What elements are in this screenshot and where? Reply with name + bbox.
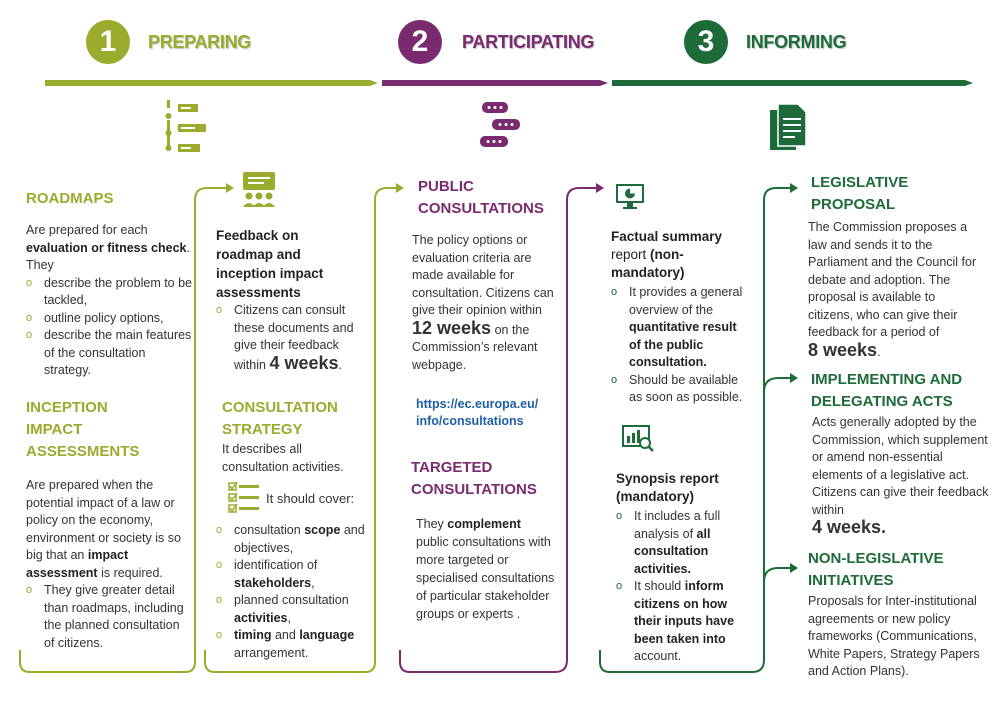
flow-arrowhead-4b: [790, 373, 798, 383]
phase-title-informing: INFORMING: [746, 32, 847, 52]
consultation-strategy-title: CONSULTATION STRATEGY: [222, 399, 338, 438]
synopsis-title: Synopsis report (mandatory): [616, 471, 719, 504]
phase-title-preparing: PREPARING: [148, 32, 251, 52]
list-item: They give greater detail than roadmaps, …: [26, 582, 184, 652]
implementing-acts-title: IMPLEMENTING AND DELEGATING ACTS: [811, 371, 963, 410]
phase-number-3: 3: [684, 20, 728, 64]
consultations-link[interactable]: https://ec.europa.eu/ info/consultations: [416, 397, 539, 428]
public-consultations-title: PUBLIC CONSULTATIONS: [418, 178, 544, 217]
strategy-cover-label: It should cover:: [266, 491, 355, 506]
meeting-board-icon: [243, 172, 275, 207]
flow-line-2: [204, 187, 396, 673]
implementing-acts-description: Acts generally adopted by the Commission…: [812, 415, 989, 537]
factual-summary-bullets: It provides a general overview of the qu…: [611, 284, 751, 407]
list-item: identification of stakeholders,: [216, 557, 366, 592]
feedback-description: Citizens can consult these documents and…: [216, 302, 366, 374]
flow-arrowhead-4c: [790, 563, 798, 573]
flow-line-1: [19, 187, 226, 673]
list-item: It includes a full analysis of all consu…: [616, 508, 751, 578]
list-item: consultation scope and objectives,: [216, 522, 366, 557]
non-legislative-title: NON-LEGISLATIVE INITIATIVES: [808, 550, 944, 589]
non-legislative-description: Proposals for Inter-institutional agreem…: [808, 594, 980, 678]
legislative-proposal-title: LEGISLATIVE PROPOSAL: [811, 174, 909, 213]
list-item: It should inform citizens on how their i…: [616, 578, 751, 666]
strategy-bullets: consultation scope and objectives, ident…: [216, 522, 366, 662]
flow-branch-nonlegislative: [763, 567, 790, 583]
strategy-description: It describes all consultation activities…: [222, 442, 344, 474]
phase-arrow-participating: [382, 80, 608, 86]
list-item: outline policy options,: [26, 310, 194, 328]
targeted-consultations-title: TARGETED CONSULTATIONS: [411, 459, 537, 498]
roadmaps-bullets: describe the problem to be tackled, outl…: [26, 275, 194, 380]
public-consultations-description: The policy options or evaluation criteri…: [412, 233, 554, 372]
list-item: describe the problem to be tackled,: [26, 275, 194, 310]
list-item: Should be available as soon as possible.: [611, 372, 751, 407]
flow-arrowhead-3: [596, 183, 604, 193]
checklist-icon: [228, 481, 259, 513]
inception-title: INCEPTION IMPACT ASSESSMENTS: [26, 399, 140, 460]
factual-summary-title: Factual summary report (non-mandatory): [611, 229, 723, 280]
list-item: Citizens can consult these documents and…: [216, 302, 366, 374]
phase-arrow-preparing: [45, 80, 378, 86]
targeted-consultations-description: They complement public consultations wit…: [416, 517, 555, 621]
phase-number-2: 2: [398, 20, 442, 64]
legislative-proposal-description: The Commission proposes a law and sends …: [808, 220, 977, 360]
flow-arrowhead-4a: [790, 183, 798, 193]
list-item: planned consultation activities,: [216, 592, 366, 627]
phase-arrow-informing: [612, 80, 973, 86]
flow-branch-implementing: [763, 377, 790, 393]
roadmap-list-icon: [165, 100, 206, 152]
roadmaps-title: ROADMAPS: [26, 190, 114, 207]
analysis-screen-icon: [622, 425, 654, 452]
feedback-title: Feedback on roadmap and inception impact…: [216, 228, 324, 300]
phase-title-participating: PARTICIPATING: [462, 32, 595, 52]
list-item: It provides a general overview of the qu…: [611, 284, 751, 372]
flow-line-4: [599, 187, 790, 673]
synopsis-bullets: It includes a full analysis of all consu…: [616, 508, 751, 666]
list-item: timing and language arrangement.: [216, 627, 366, 662]
flow-line-3: [399, 187, 596, 673]
chat-bubbles-icon: [480, 102, 520, 147]
monitor-chart-icon: [616, 184, 644, 209]
roadmaps-description: Are prepared for each evaluation or fitn…: [26, 222, 194, 380]
list-item: describe the main features of the consul…: [26, 327, 194, 380]
documents-icon: [770, 103, 807, 150]
inception-description: Are prepared when the potential impact o…: [26, 477, 184, 652]
flow-arrowhead-2: [396, 183, 404, 193]
phase-number-1: 1: [86, 20, 130, 64]
flow-arrowhead-1: [226, 183, 234, 193]
